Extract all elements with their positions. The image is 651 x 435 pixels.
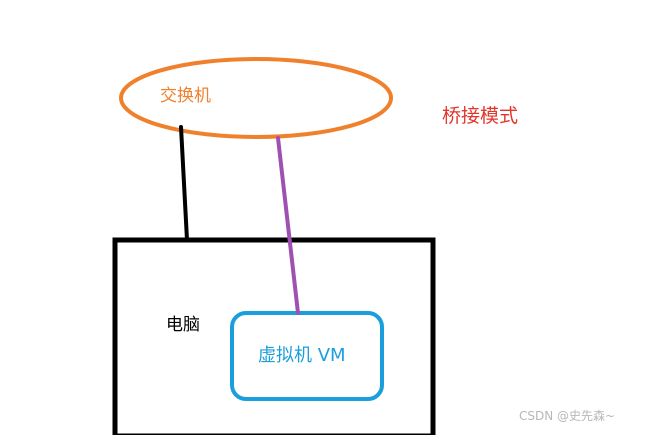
link-computer-switch xyxy=(179,125,189,242)
switch-node xyxy=(119,57,393,139)
watermark: CSDN @史先森~ xyxy=(519,409,616,423)
switch-label: 交换机 xyxy=(160,86,211,106)
computer-label: 电脑 xyxy=(166,315,200,335)
computer-box xyxy=(112,237,436,435)
vm-box xyxy=(230,311,384,401)
vm-label: 虚拟机 VM xyxy=(258,345,346,366)
mode-label: 桥接模式 xyxy=(442,105,519,127)
link-vm-switch xyxy=(276,136,300,315)
